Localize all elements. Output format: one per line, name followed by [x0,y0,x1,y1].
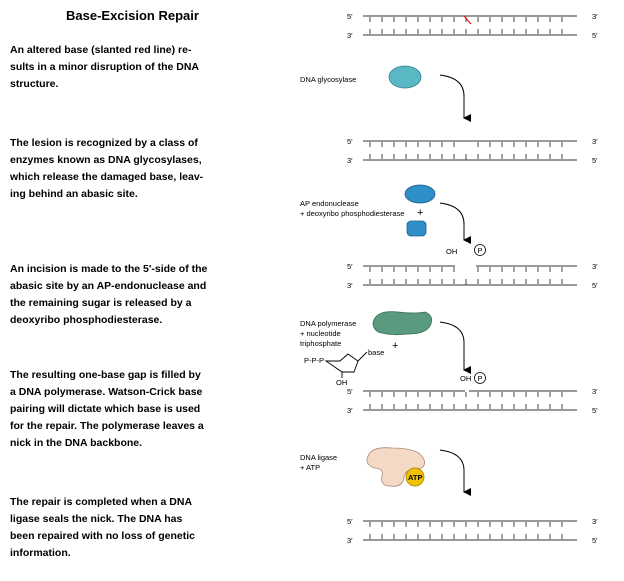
five-prime-label: 5′ [592,156,598,165]
arrow-2 [439,202,471,244]
glycosylase-label: DNA glycosylase [300,75,356,84]
ppp-label: P-P-P [304,356,324,365]
five-prime-label: 5′ [592,281,598,290]
phosphate-label-2: P [478,374,483,383]
five-prime-label: 5′ [347,517,353,526]
five-prime-label: 5′ [347,12,353,21]
five-prime-label: 5′ [347,262,353,271]
oh-label-1: OH [446,247,457,256]
triphosphate-label: triphosphate [300,339,341,348]
three-prime-label: 3′ [592,137,598,146]
arrow-4 [439,449,471,496]
arrow-1 [439,74,471,122]
step-2-text: The lesion is recognized by a class of e… [10,137,204,200]
five-prime-label: 5′ [592,406,598,415]
five-prime-label: 5′ [347,137,353,146]
atp-circle [405,467,425,487]
phosphate-circle-1 [474,244,486,256]
three-prime-label: 3′ [347,406,353,415]
plus-sign-ap: + [417,207,423,219]
nucleotide-oh-label: OH [336,378,347,387]
damaged-base-mark [463,15,472,25]
five-prime-label: 5′ [592,31,598,40]
dna-duplex-nick: 5′ 3′ 3′ 5′ [347,387,598,415]
step-5-text: The repair is completed when a DNA ligas… [10,496,195,559]
phosphodiesterase-enzyme [406,220,427,237]
ligase-enzyme [366,447,425,487]
polymerase-enzyme [372,311,433,336]
nucleotide-base-bond [357,351,368,362]
dna-duplex-repaired: 5′ 3′ 3′ 5′ [347,517,598,545]
five-prime-label: 5′ [592,536,598,545]
nucleotide-label: + nucleotide [300,329,341,338]
phosphate-label-1: P [478,246,483,255]
oh-label-2: OH [460,374,471,383]
atp-label: ATP [408,473,422,482]
three-prime-label: 3′ [592,387,598,396]
step-4-text: The resulting one-base gap is filled by … [10,369,204,449]
three-prime-label: 3′ [592,517,598,526]
three-prime-label: 3′ [347,156,353,165]
dna-duplex-damaged: 5′ 3′ 3′ 5′ [347,12,598,40]
nucleotide-sugar [324,353,359,373]
three-prime-label: 3′ [592,262,598,271]
polymerase-label: DNA polymerase [300,319,356,328]
dna-duplex-gap: 5′ 3′ 3′ 5′ [347,262,598,290]
page-title: Base-Excision Repair [66,8,199,23]
step-3-text: An incision is made to the 5'-side of th… [10,263,208,326]
dna-duplex-abasic: 5′ 3′ 3′ 5′ [347,137,598,165]
ligase-label: DNA ligase [300,453,337,462]
five-prime-label: 5′ [347,387,353,396]
plus-sign-polymerase: + [392,340,398,352]
three-prime-label: 3′ [592,12,598,21]
three-prime-label: 3′ [347,31,353,40]
ap-endonuclease-enzyme [404,184,436,204]
ap-endonuclease-label: AP endonuclease [300,199,359,208]
base-label: base [368,348,384,357]
step-1-text: An altered base (slanted red line) re- s… [10,44,199,90]
dna-duplexes: 5′ 3′ 3′ 5′ 5′ 3′ 3′ 5′ 5′ 3′ 3′ 5′ 5′ 3′ 3′ 5′ 5′ 3′ 3′ 5′ [347,12,598,545]
phosphate-circle-2 [474,372,486,384]
arrow-3 [439,321,471,374]
atp-plus-label: + ATP [300,463,320,472]
glycosylase-enzyme [388,65,422,89]
phosphodiesterase-label: + deoxyribo phosphodiesterase [300,209,404,218]
three-prime-label: 3′ [347,536,353,545]
three-prime-label: 3′ [347,281,353,290]
